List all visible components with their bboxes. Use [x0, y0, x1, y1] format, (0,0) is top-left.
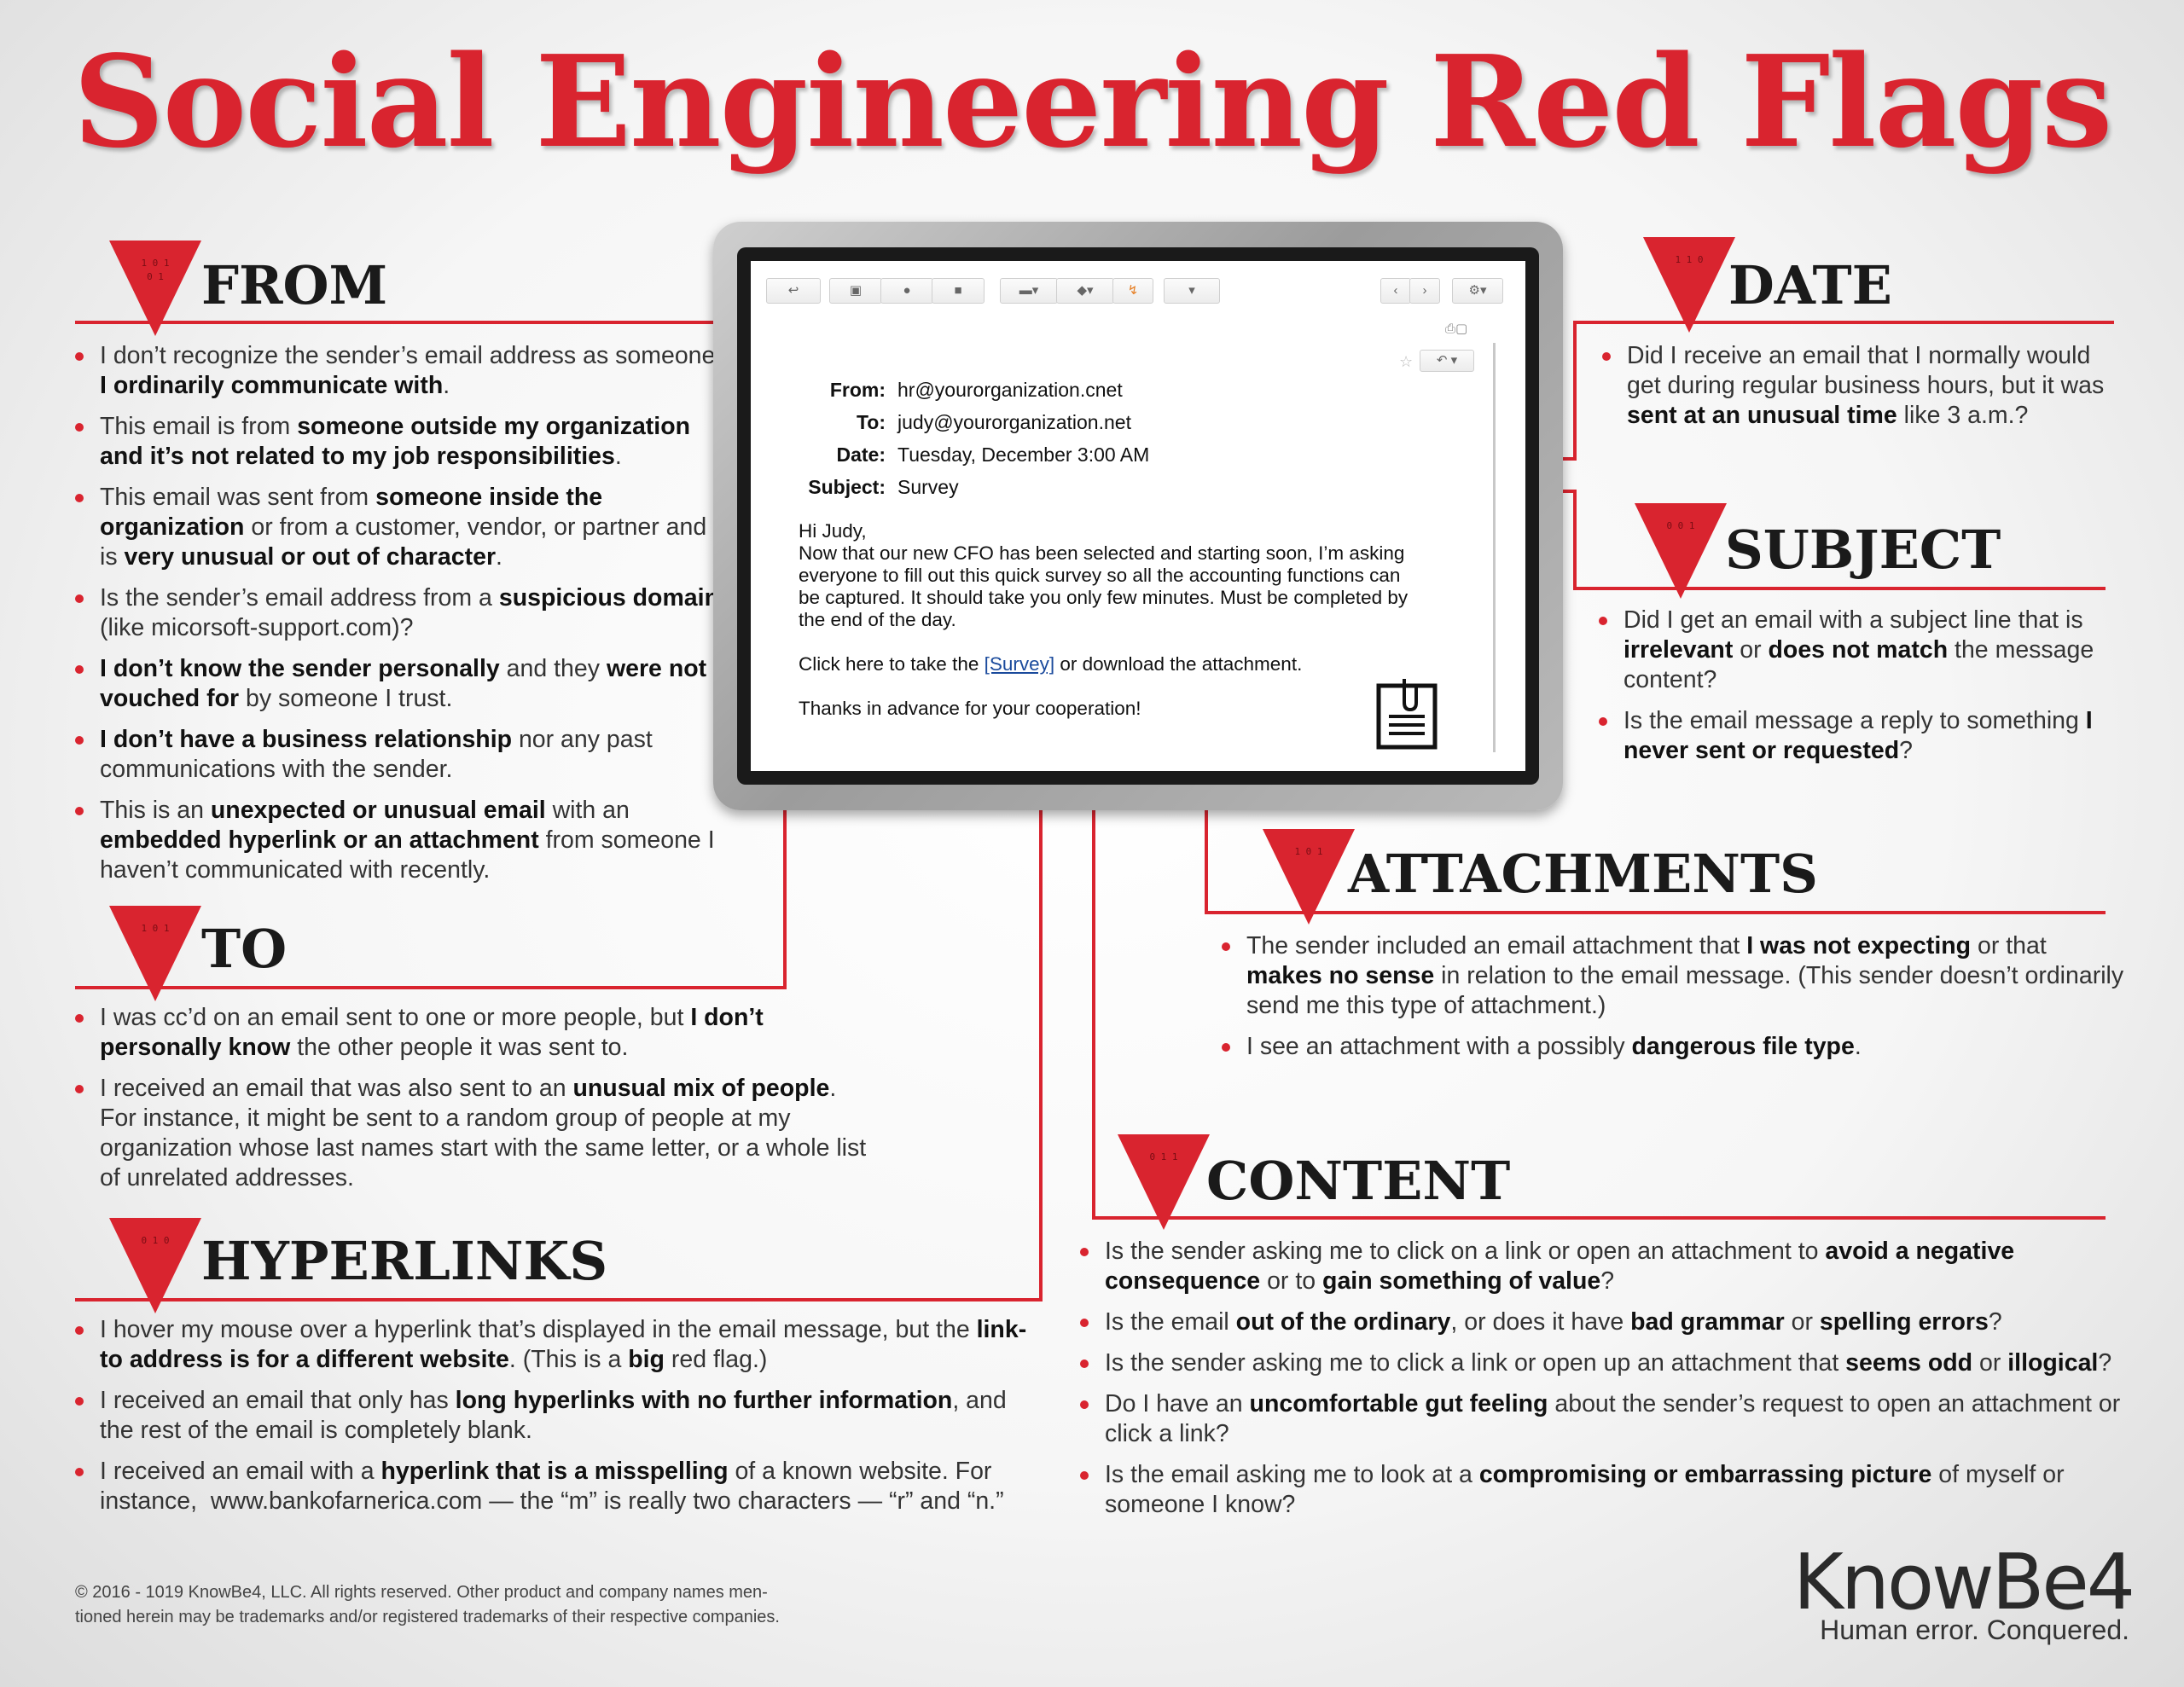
to-title: TO [201, 918, 288, 980]
date-list: Did I receive an email that I normally w… [1600, 341, 2129, 442]
from-flag-icon: 1 0 1 0 1 [109, 241, 201, 336]
list-item: Is the sender’s email address from a sus… [73, 583, 722, 643]
to-value: judy@yourorganization.net [897, 411, 1131, 433]
email-body-line: the end of the day. [799, 609, 956, 630]
dropdown-icon[interactable]: ▾ [1164, 278, 1220, 304]
list-item: I received an email with a hyperlink tha… [73, 1457, 1046, 1516]
tablet-device: ↩ ▣ ● ■ ▬▾ ◆▾ ↯ ▾ ‹ › ⚙▾ ⎙▢ ☆ ↶ ▾ From: … [713, 222, 1563, 810]
email-body-line: be captured. It should take you only few… [799, 587, 1409, 608]
back-icon[interactable]: ↩ [766, 278, 821, 304]
svg-text:1 0 1: 1 0 1 [141, 258, 169, 269]
svg-text:0 1 0: 0 1 0 [141, 1235, 169, 1246]
content-list: Is the sender asking me to click on a li… [1078, 1237, 2128, 1531]
email-click-line: Click here to take the [Survey] or downl… [799, 653, 1302, 675]
svg-text:1 0 1: 1 0 1 [1294, 846, 1322, 857]
email-greeting: Hi Judy, [799, 520, 867, 542]
list-item: I don’t recognize the sender’s email add… [73, 341, 722, 401]
page-title: Social Engineering Red Flags [73, 27, 2113, 176]
tablet-bezel: ↩ ▣ ● ■ ▬▾ ◆▾ ↯ ▾ ‹ › ⚙▾ ⎙▢ ☆ ↶ ▾ From: … [737, 247, 1539, 785]
date-label: Date: [836, 443, 886, 466]
from-list: I don’t recognize the sender’s email add… [73, 341, 722, 896]
subject-label: Subject: [808, 476, 886, 498]
click-post-text: or download the attachment. [1054, 653, 1303, 675]
list-item: Is the email asking me to look at a comp… [1078, 1460, 2128, 1520]
knowbe4-logo: KnowBe4 [1792, 1538, 2135, 1627]
to-flag-icon: 1 0 1 [109, 906, 201, 1001]
list-item: I see an attachment with a possibly dang… [1220, 1032, 2124, 1062]
copyright-line: tioned herein may be trademarks and/or r… [75, 1608, 780, 1626]
click-pre-text: Click here to take the [799, 653, 985, 675]
date-flag-icon: 1 1 0 [1643, 237, 1735, 333]
subject-title: SUBJECT [1725, 519, 2001, 581]
print-icon[interactable]: ⎙▢ [1445, 322, 1468, 336]
attachments-flag-icon: 1 0 1 [1263, 829, 1355, 925]
star-icon[interactable]: ☆ [1399, 353, 1414, 370]
spam-icon[interactable]: ● [880, 278, 933, 304]
svg-text:0 0 1: 0 0 1 [1666, 520, 1694, 531]
list-item: Is the email message a reply to somethin… [1597, 706, 2131, 766]
logo-tagline: Human error. Conquered. [1820, 1615, 2129, 1645]
reply-icon[interactable]: ↶ ▾ [1420, 350, 1474, 372]
gear-icon[interactable]: ⚙▾ [1452, 278, 1503, 304]
svg-text:1 0 1: 1 0 1 [141, 923, 169, 934]
list-item: Is the sender asking me to click on a li… [1078, 1237, 2128, 1296]
hyperlinks-list: I hover my mouse over a hyperlink that’s… [73, 1315, 1046, 1528]
content-flag-icon: 0 1 1 [1118, 1134, 1210, 1230]
list-item: Do I have an uncomfortable gut feeling a… [1078, 1389, 2128, 1449]
more-icon[interactable]: ↯ [1112, 278, 1153, 304]
date-title: DATE [1728, 254, 1892, 316]
list-item: I hover my mouse over a hyperlink that’s… [73, 1315, 1046, 1375]
list-item: I don’t know the sender personally and t… [73, 654, 722, 714]
subject-value: Survey [897, 476, 959, 498]
list-item: This email is from someone outside my or… [73, 412, 722, 472]
to-label: To: [856, 411, 886, 433]
list-item: The sender included an email attachment … [1220, 931, 2124, 1021]
prev-icon[interactable]: ‹ [1380, 278, 1411, 304]
content-title: CONTENT [1206, 1150, 1511, 1212]
survey-link[interactable]: [Survey] [984, 653, 1055, 675]
svg-text:0 1 1: 0 1 1 [1149, 1151, 1177, 1162]
from-value: hr@yourorganization.cnet [897, 379, 1123, 401]
list-item: Did I receive an email that I normally w… [1600, 341, 2129, 431]
email-body-line: Now that our new CFO has been selected a… [799, 542, 1405, 564]
hyperlinks-flag-icon: 0 1 0 [109, 1218, 201, 1313]
archive-icon[interactable]: ▣ [829, 278, 882, 304]
list-item: I don’t have a business relationship nor… [73, 725, 722, 785]
email-screen: ↩ ▣ ● ■ ▬▾ ◆▾ ↯ ▾ ‹ › ⚙▾ ⎙▢ ☆ ↶ ▾ From: … [751, 261, 1525, 771]
label-icon[interactable]: ◆▾ [1056, 278, 1114, 304]
email-scrollbar[interactable] [1493, 343, 1496, 752]
list-item: Did I get an email with a subject line t… [1597, 606, 2131, 695]
folder-icon[interactable]: ▬▾ [1000, 278, 1058, 304]
list-item: This email was sent from someone inside … [73, 483, 722, 572]
email-thanks: Thanks in advance for your cooperation! [799, 698, 1141, 719]
trash-icon[interactable]: ■ [932, 278, 985, 304]
list-item: I was cc’d on an email sent to one or mo… [73, 1003, 867, 1063]
hyperlinks-connector [75, 689, 1049, 1301]
next-icon[interactable]: › [1409, 278, 1440, 304]
list-item: Is the sender asking me to click a link … [1078, 1348, 2128, 1378]
copyright-notice: © 2016 - 1019 KnowBe4, LLC. All rights r… [75, 1580, 780, 1630]
from-title: FROM [201, 254, 388, 316]
from-label: From: [829, 379, 886, 401]
email-body-line: everyone to fill out this quick survey s… [799, 565, 1401, 586]
attachments-title: ATTACHMENTS [1348, 843, 1818, 905]
attachments-list: The sender included an email attachment … [1220, 931, 2124, 1073]
subject-list: Did I get an email with a subject line t… [1597, 606, 2131, 777]
to-list: I was cc’d on an email sent to one or mo… [73, 1003, 867, 1204]
list-item: I received an email that only has long h… [73, 1386, 1046, 1446]
date-value: Tuesday, December 3:00 AM [897, 443, 1150, 466]
subject-flag-icon: 0 0 1 [1635, 503, 1727, 599]
list-item: This is an unexpected or unusual email w… [73, 796, 722, 885]
list-item: I received an email that was also sent t… [73, 1074, 867, 1193]
document-clip-icon[interactable] [1374, 677, 1442, 751]
list-item: Is the email out of the ordinary, or doe… [1078, 1307, 2128, 1337]
svg-text:1 1 0: 1 1 0 [1675, 254, 1703, 265]
content-connector [1085, 623, 2106, 1220]
hyperlinks-title: HYPERLINKS [201, 1230, 608, 1292]
svg-text:0 1: 0 1 [147, 271, 164, 282]
copyright-line: © 2016 - 1019 KnowBe4, LLC. All rights r… [75, 1583, 768, 1602]
